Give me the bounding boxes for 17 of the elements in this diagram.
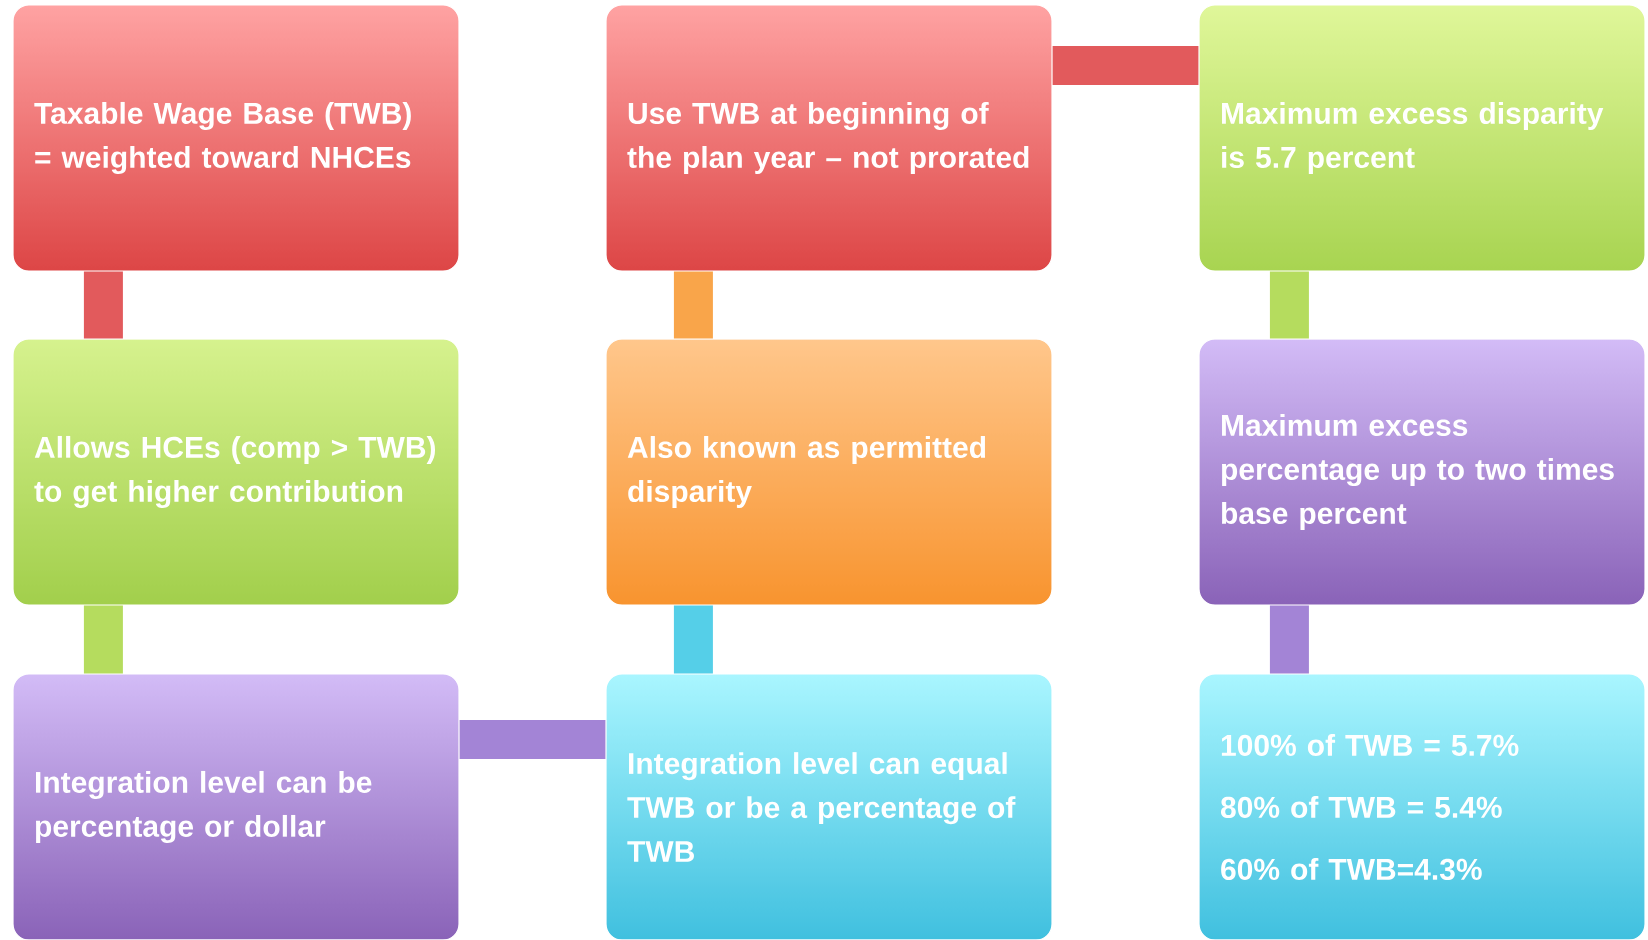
- connector-bar: [673, 605, 713, 674]
- process-box: Also known as permitted disparity: [605, 338, 1053, 606]
- process-box: Integration level can equal TWB or be a percentage of TWB: [605, 673, 1053, 940]
- process-box: Allows HCEs (comp > TWB) to get higher contribution: [12, 338, 460, 606]
- process-box: Integration level can be percentage or dollar: [12, 673, 460, 940]
- connector-bar: [1269, 605, 1309, 674]
- connector-bar: [83, 271, 123, 339]
- process-box: Use TWB at beginning of the plan year – not prorated: [605, 4, 1053, 272]
- connector-bar: [1052, 46, 1199, 86]
- process-box: 100% of TWB = 5.7% 80% of TWB = 5.4% 60% of TWB=4.3%: [1198, 673, 1646, 940]
- process-box: Maximum excess disparity is 5.7 percent: [1198, 4, 1646, 272]
- process-box: Maximum excess percentage up to two times base percent: [1198, 338, 1646, 606]
- connector-bar: [83, 605, 123, 674]
- connector-bar: [459, 720, 606, 760]
- process-box: Taxable Wage Base (TWB) = weighted toward NHCEs: [12, 4, 460, 272]
- connector-bar: [1269, 271, 1309, 339]
- connector-bar: [673, 271, 713, 339]
